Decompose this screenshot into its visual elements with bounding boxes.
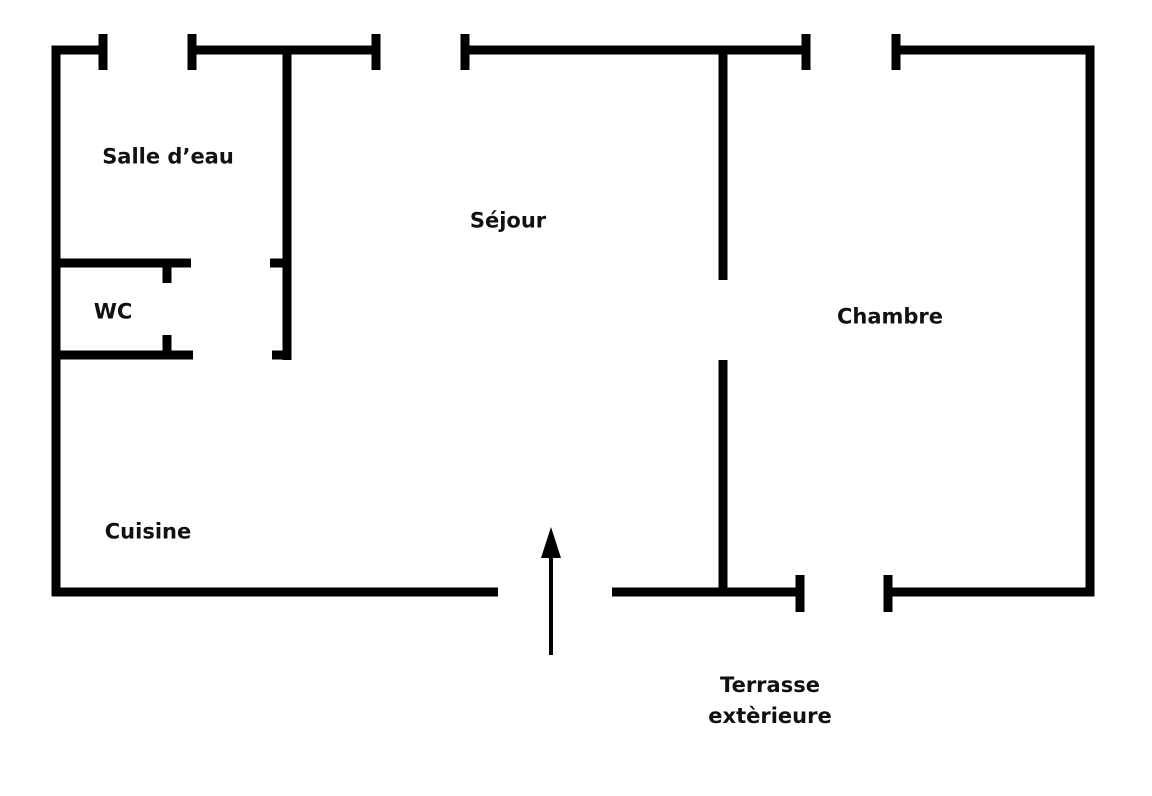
room-label-sejour: Séjour: [469, 208, 547, 233]
room-label-salle-deau: Salle d’eau: [102, 144, 234, 169]
outer-wall-right: [888, 45, 1095, 597]
outer-wall-left: [51, 45, 103, 596]
terrasse-line-1: Terrasse: [720, 673, 820, 697]
room-label-chambre: Chambre: [836, 304, 944, 329]
room-label-terrasse: Terrasse extèrieure: [708, 670, 831, 732]
room-label-cuisine: Cuisine: [104, 519, 192, 544]
room-label-wc: WC: [93, 299, 133, 324]
terrasse-line-2: extèrieure: [708, 704, 832, 728]
arrow-up-icon: [541, 527, 561, 655]
